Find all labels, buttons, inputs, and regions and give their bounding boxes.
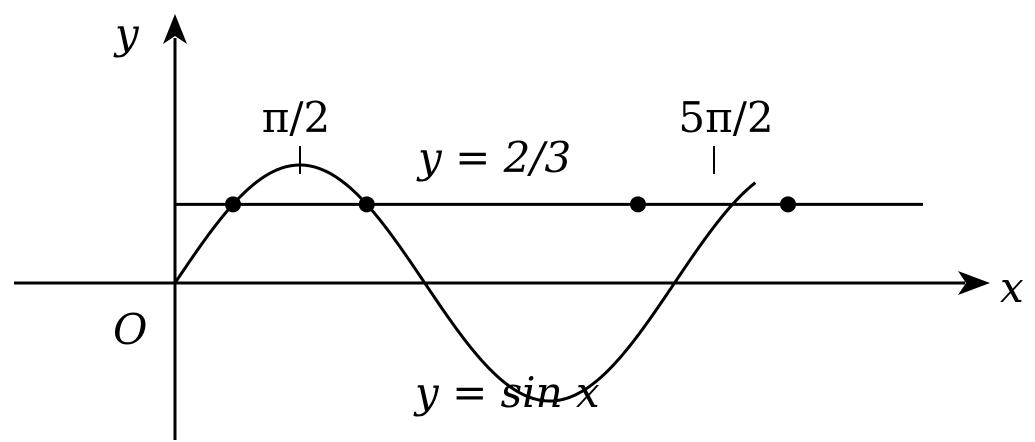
y-axis-label: y (113, 9, 140, 58)
y-axis-arrow-icon (163, 14, 187, 44)
intersection-points (225, 196, 796, 213)
intersection-point (358, 196, 375, 213)
curve-label: y = sin x (413, 368, 600, 417)
horizontal-line-label: y = 2/3 (416, 133, 571, 182)
sine-curve (173, 163, 757, 403)
x-axis-arrow-icon (958, 271, 990, 295)
intersection-point (780, 196, 796, 213)
intersection-point (225, 196, 242, 213)
x-axis-label: x (1000, 263, 1024, 312)
tick-label-5pi-over-2: 5π/2 (678, 93, 773, 142)
origin-label: O (113, 305, 147, 354)
tick-label-pi-over-2: π/2 (262, 93, 330, 142)
intersection-point (630, 196, 646, 213)
